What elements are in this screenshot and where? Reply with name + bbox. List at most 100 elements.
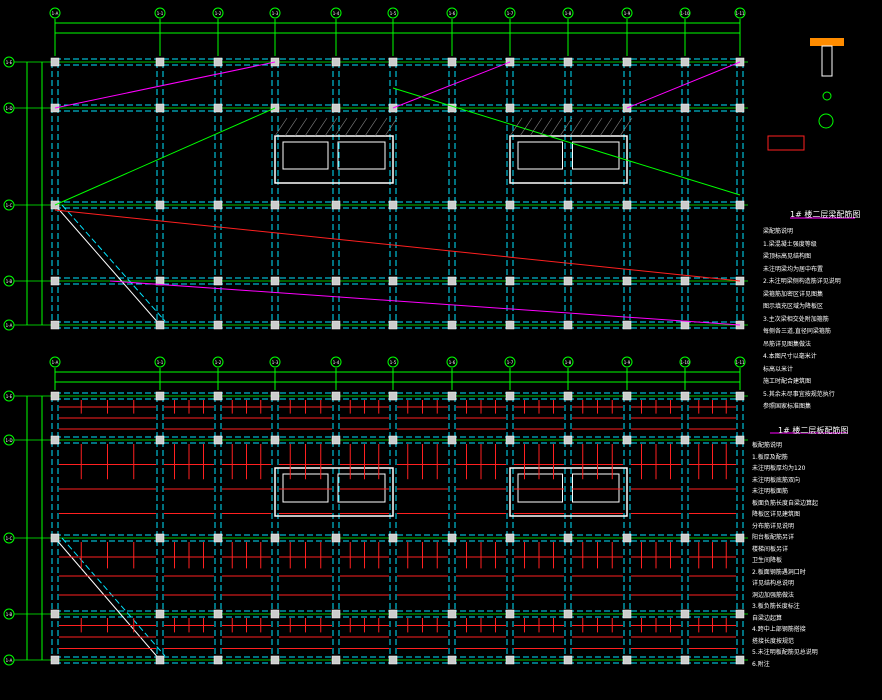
top-hatch bbox=[569, 117, 583, 137]
top-chamfer-edge bbox=[54, 204, 161, 326]
top-hatch bbox=[294, 117, 308, 137]
bottom-column bbox=[735, 609, 745, 619]
bottom-column bbox=[505, 533, 515, 543]
top-column bbox=[388, 57, 398, 67]
top-axis-bubble bbox=[562, 7, 574, 19]
bottom-column bbox=[331, 609, 341, 619]
bottom-column bbox=[388, 609, 398, 619]
bottom-column bbox=[331, 533, 341, 543]
note-line: 4.本图尺寸以毫米计 bbox=[763, 353, 817, 360]
top-column bbox=[563, 103, 573, 113]
note-line: 参照国家标准图集 bbox=[763, 403, 812, 410]
section-detail-bubble bbox=[822, 91, 832, 101]
bottom-axis-label: 1-9 bbox=[624, 360, 631, 365]
top-axis-label: 1-11 bbox=[735, 11, 745, 16]
top-column bbox=[563, 57, 573, 67]
top-axis-label: 1-9 bbox=[624, 11, 631, 16]
bottom-column bbox=[331, 655, 341, 665]
bottom-axis-bubble bbox=[679, 356, 691, 368]
top-hatch bbox=[354, 117, 368, 137]
top-axis-bubble bbox=[269, 7, 281, 19]
top-column bbox=[331, 320, 341, 330]
top-column bbox=[388, 200, 398, 210]
note-line: 卫生间降板 bbox=[752, 557, 783, 564]
top-column bbox=[447, 320, 457, 330]
top-hatch bbox=[609, 117, 623, 137]
bottom-column bbox=[331, 435, 341, 445]
top-axis-bubble bbox=[446, 7, 458, 19]
bottom-axis-bubble bbox=[734, 356, 746, 368]
note-line: 板面负筋长度自梁边算起 bbox=[752, 499, 819, 507]
note-line: 5.未注明板配筋见总说明 bbox=[752, 649, 818, 656]
top-column bbox=[505, 320, 515, 330]
top-column bbox=[563, 200, 573, 210]
top-axis-label: 1-2 bbox=[215, 11, 222, 16]
note-line: 施工时配合建筑图 bbox=[763, 378, 812, 385]
top-axis-label: 1-5 bbox=[390, 11, 397, 16]
top-column bbox=[505, 103, 515, 113]
bottom-axis-label: 1-8 bbox=[565, 360, 572, 365]
bottom-column bbox=[680, 435, 690, 445]
top-column bbox=[50, 57, 60, 67]
top-slab-span-line bbox=[54, 61, 276, 109]
top-column bbox=[505, 200, 515, 210]
bottom-column bbox=[155, 391, 165, 401]
bottom-column bbox=[213, 533, 223, 543]
bottom-axis-label: 1-5 bbox=[390, 360, 397, 365]
top-axis-label: 1-B bbox=[6, 279, 13, 284]
bottom-column bbox=[270, 533, 280, 543]
top-column bbox=[447, 103, 457, 113]
top-axis-bubble bbox=[734, 7, 746, 19]
note-line: 详见结构总说明 bbox=[752, 580, 795, 587]
top-plan-title: 1# 楼二层梁配筋图 bbox=[790, 210, 861, 219]
bottom-column bbox=[50, 655, 60, 665]
bottom-axis-label: 1-D bbox=[5, 438, 12, 443]
bottom-column bbox=[447, 391, 457, 401]
bottom-column bbox=[622, 435, 632, 445]
note-line: 每侧各三道,直径同梁箍筋 bbox=[763, 328, 831, 335]
bottom-axis-bubble bbox=[446, 356, 458, 368]
top-hatch bbox=[599, 117, 613, 137]
top-core-opening bbox=[509, 135, 628, 184]
bottom-axis-label: 1-2 bbox=[215, 360, 222, 365]
bottom-axis-bubble bbox=[3, 434, 15, 446]
bottom-column bbox=[622, 609, 632, 619]
top-column bbox=[447, 200, 457, 210]
bottom-axis-bubble bbox=[269, 356, 281, 368]
note-line: 板配筋说明 bbox=[752, 442, 783, 449]
bottom-column bbox=[563, 533, 573, 543]
top-chamfer-beam bbox=[61, 204, 166, 322]
top-column bbox=[155, 103, 165, 113]
note-line: 未注明板厚均为120 bbox=[752, 465, 806, 472]
top-column bbox=[50, 276, 60, 286]
bottom-shaft bbox=[517, 473, 563, 503]
top-column bbox=[50, 320, 60, 330]
bottom-shaft bbox=[572, 473, 620, 503]
top-hatch bbox=[304, 117, 318, 137]
top-column bbox=[680, 320, 690, 330]
note-line: 未注明板底筋双向 bbox=[752, 476, 801, 484]
note-line: 图示填充区域为降板区 bbox=[763, 303, 824, 310]
top-axis-label: 1-6 bbox=[449, 11, 456, 16]
bottom-axis-label: 1-7 bbox=[507, 360, 514, 365]
note-line: 分布筋详见说明 bbox=[752, 522, 795, 530]
top-axis-label: 1-1 bbox=[157, 11, 164, 16]
bottom-axis-bubble bbox=[621, 356, 633, 368]
note-line: 1.梁混凝土强度等级 bbox=[763, 240, 817, 248]
top-axis-bubble bbox=[679, 7, 691, 19]
note-line: 2.未注明梁侧构造筋详见说明 bbox=[763, 278, 841, 285]
top-column bbox=[270, 320, 280, 330]
bottom-shaft bbox=[337, 473, 386, 503]
top-column bbox=[155, 57, 165, 67]
top-column bbox=[680, 103, 690, 113]
bottom-column bbox=[270, 391, 280, 401]
detail-section bbox=[767, 135, 805, 151]
top-axis-bubble bbox=[330, 7, 342, 19]
bottom-column bbox=[505, 609, 515, 619]
note-line: 3.主次梁相交处附加箍筋 bbox=[763, 315, 829, 323]
bottom-column bbox=[270, 435, 280, 445]
note-line: 搭接长度按规范 bbox=[752, 637, 795, 645]
bottom-column bbox=[270, 609, 280, 619]
top-hatch bbox=[284, 117, 298, 137]
